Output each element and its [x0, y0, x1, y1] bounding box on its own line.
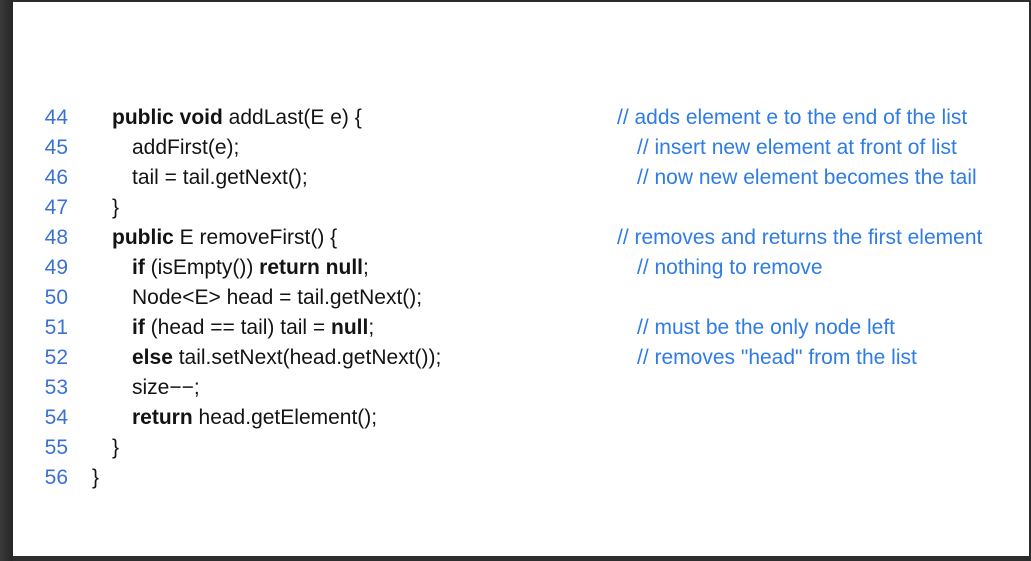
line-number: 47: [44, 196, 68, 219]
line-number: 49: [44, 256, 68, 279]
code-comment: [637, 373, 1029, 403]
code-text: else tail.setNext(head.getNext());: [132, 346, 442, 369]
code-text: }: [112, 436, 120, 459]
line-number: 56: [44, 466, 68, 489]
code-line: 48 public E removeFirst() { // removes and…: [13, 223, 1029, 253]
line-number: 48: [44, 226, 68, 249]
code-text: public void addLast(E e) {: [112, 106, 362, 129]
code-comment: [637, 403, 1029, 433]
code-comment: [617, 193, 1029, 223]
slide-page: 44 public void addLast(E e) { // adds elem…: [13, 2, 1029, 556]
code-comment: [597, 463, 1029, 493]
code-line: 44 public void addLast(E e) { // adds elem…: [13, 103, 1029, 133]
code-line: 51 if (head == tail) tail = null; // must …: [13, 313, 1029, 343]
code-text: tail = tail.getNext();: [132, 166, 308, 189]
code-text: size−−;: [132, 376, 200, 399]
code-comment: // insert new element at front of list: [637, 136, 957, 159]
code-text: if (isEmpty()) return null;: [132, 256, 369, 279]
code-listing: 44 public void addLast(E e) { // adds elem…: [13, 103, 1029, 493]
code-text: public E removeFirst() {: [112, 226, 338, 249]
code-line: 56}: [13, 463, 1029, 493]
code-line: 49 if (isEmpty()) return null; // nothing …: [13, 253, 1029, 283]
code-comment: [617, 433, 1029, 463]
line-number: 50: [44, 286, 68, 309]
code-comment: // nothing to remove: [637, 256, 823, 279]
code-line: 45 addFirst(e); // insert new element at f…: [13, 133, 1029, 163]
line-number: 53: [44, 376, 68, 399]
line-number: 55: [44, 436, 68, 459]
code-comment: // removes "head" from the list: [637, 346, 917, 369]
code-comment: // removes and returns the first element: [617, 226, 983, 249]
code-line: 53 size−−;: [13, 373, 1029, 403]
code-line: 54 return head.getElement();: [13, 403, 1029, 433]
code-text: addFirst(e);: [132, 136, 240, 159]
code-text: Node<E> head = tail.getNext();: [132, 286, 423, 309]
code-line: 52 else tail.setNext(head.getNext()); // r…: [13, 343, 1029, 373]
line-number: 52: [44, 346, 68, 369]
code-text: }: [112, 196, 120, 219]
viewer-left-edge: [0, 0, 13, 561]
code-text: return head.getElement();: [132, 406, 378, 429]
code-comment: // adds element e to the end of the list: [617, 106, 968, 129]
line-number: 46: [44, 166, 68, 189]
code-comment: // now new element becomes the tail: [637, 166, 977, 189]
code-text: if (head == tail) tail = null;: [132, 316, 375, 339]
code-line: 55}: [13, 433, 1029, 463]
code-line: 46 tail = tail.getNext(); // now new eleme…: [13, 163, 1029, 193]
code-line: 47}: [13, 193, 1029, 223]
code-comment: [637, 283, 1029, 313]
line-number: 45: [44, 136, 68, 159]
code-text: }: [92, 466, 100, 489]
line-number: 54: [44, 406, 68, 429]
code-line: 50 Node<E> head = tail.getNext();: [13, 283, 1029, 313]
line-number: 51: [44, 316, 68, 339]
code-comment: // must be the only node left: [637, 316, 895, 339]
line-number: 44: [44, 106, 68, 129]
